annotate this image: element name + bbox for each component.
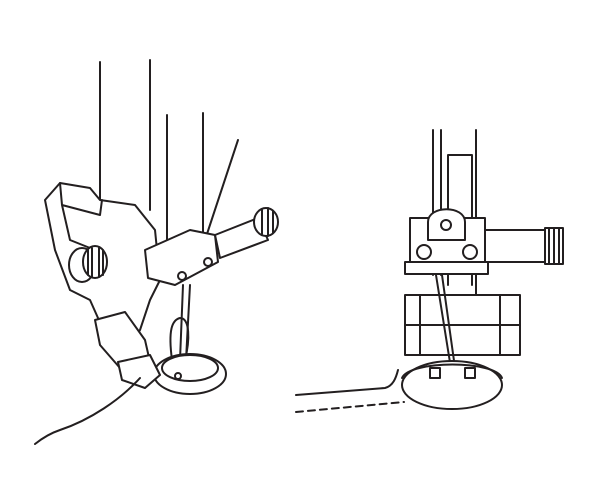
- needle: [179, 284, 191, 361]
- clamp-screw-icon: [253, 207, 279, 237]
- needle: [435, 274, 457, 376]
- foot-spring: [169, 317, 190, 361]
- presser-foot-front-view: [295, 129, 564, 413]
- foot-toe: [117, 354, 161, 389]
- thumb-screw-icon: [68, 245, 108, 283]
- clamp-base: [404, 261, 489, 275]
- bobbin-thread: [34, 377, 141, 445]
- presser-foot-perspective-view: [34, 59, 279, 445]
- foot-holder-detail: [59, 182, 103, 251]
- clamp-screw-icon: [544, 227, 564, 265]
- stitch-line-dashed: [295, 401, 405, 413]
- needle-clamp: [144, 229, 219, 286]
- presser-bar: [99, 59, 151, 211]
- foot-base: [401, 360, 503, 410]
- upper-thread: [295, 369, 399, 396]
- needle-thread: [204, 139, 239, 241]
- needle-bar: [166, 112, 204, 241]
- clamp-shaft: [484, 229, 546, 263]
